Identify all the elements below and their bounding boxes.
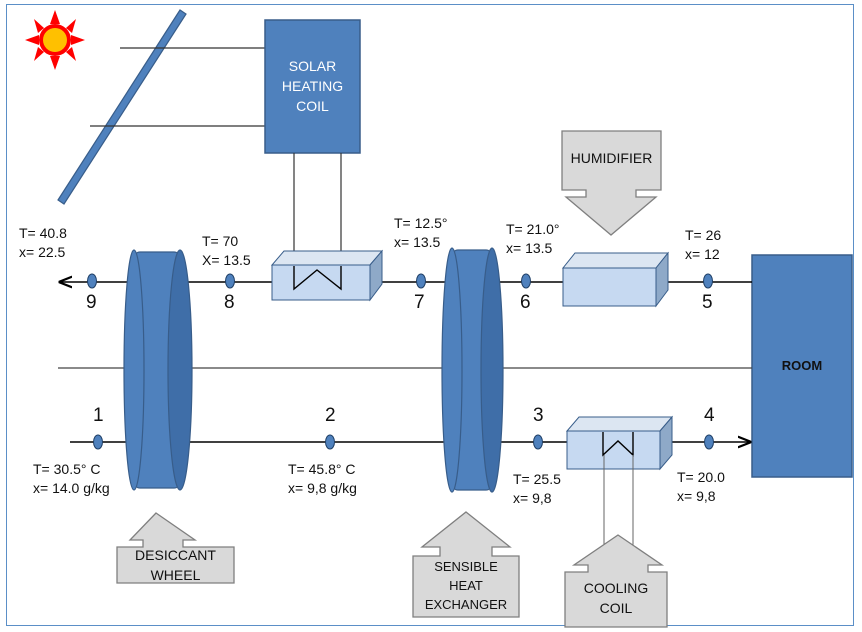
state-point-1 bbox=[93, 434, 103, 450]
state-point-2 bbox=[325, 434, 335, 450]
solar-panel-icon bbox=[57, 9, 187, 205]
desiccant-wheel-label: DESICCANT WHEEL bbox=[135, 547, 216, 583]
state-number-4: 4 bbox=[704, 405, 715, 426]
sensible-heat-exchanger-wheel bbox=[441, 247, 504, 493]
sun-icon bbox=[25, 10, 85, 70]
state-point-3 bbox=[533, 434, 543, 450]
state-number-9: 9 bbox=[86, 292, 97, 313]
state-point-4 bbox=[704, 434, 714, 450]
sensible-heat-exchanger-label-box bbox=[412, 511, 520, 618]
state-number-1: 1 bbox=[93, 405, 104, 426]
humidifier-label: HUMIDIFIER bbox=[570, 150, 653, 166]
state-point-7 bbox=[416, 273, 426, 289]
state-number-8: 8 bbox=[224, 292, 235, 313]
room-box bbox=[751, 254, 853, 478]
state-number-5: 5 bbox=[702, 292, 713, 313]
state-7-values: T= 12.5°x= 13.5 bbox=[394, 215, 448, 250]
state-number-2: 2 bbox=[325, 405, 336, 426]
state-point-9 bbox=[87, 273, 97, 289]
room-label: ROOM bbox=[781, 358, 823, 373]
diagram-frame bbox=[6, 4, 854, 626]
state-number-6: 6 bbox=[520, 292, 531, 313]
humidifier-unit bbox=[561, 251, 670, 308]
solar-heating-coil-label: SOLAR HEATING COIL bbox=[281, 58, 344, 114]
heating-coil-unit bbox=[270, 249, 384, 302]
humidifier-label-box bbox=[561, 130, 662, 236]
state-6-values: T= 21.0°x= 13.5 bbox=[506, 221, 560, 256]
state-point-6 bbox=[521, 273, 531, 289]
sensible-heat-exchanger-label: SENSIBLE HEAT EXCHANGER bbox=[424, 559, 508, 612]
cooling-coil-unit bbox=[565, 415, 674, 548]
state-point-5 bbox=[703, 273, 713, 289]
desiccant-wheel-label-box bbox=[116, 512, 235, 584]
state-number-7: 7 bbox=[414, 292, 425, 313]
state-number-3: 3 bbox=[533, 405, 544, 426]
state-point-8 bbox=[225, 273, 235, 289]
cooling-coil-label: COOLING COIL bbox=[583, 580, 649, 616]
cooling-coil-label-box bbox=[564, 534, 668, 628]
desiccant-wheel bbox=[123, 249, 193, 491]
solar-heating-coil-box bbox=[264, 19, 361, 154]
